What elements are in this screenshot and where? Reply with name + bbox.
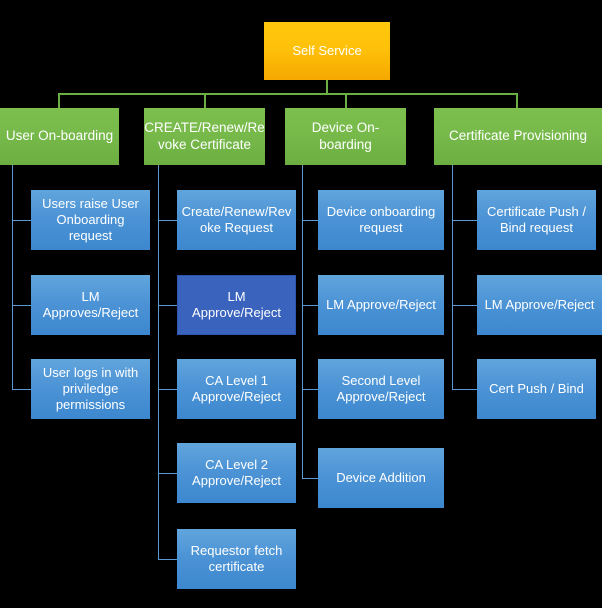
- node-device-addition[interactable]: Device Addition: [318, 448, 444, 508]
- connector-level1-drop-3: [345, 93, 347, 108]
- node-self-service[interactable]: Self Service: [264, 22, 390, 80]
- connector-branch1-stub-2: [12, 305, 31, 306]
- node-label: Certificate Provisioning: [448, 128, 588, 144]
- connector-level1-drop-2: [204, 93, 206, 108]
- node-user-on-boarding[interactable]: User On-boarding: [0, 108, 119, 165]
- node-cert-push-bind[interactable]: Cert Push / Bind: [477, 359, 596, 419]
- node-label: CA Level 1 Approve/Reject: [192, 373, 281, 404]
- node-label: LM Approve/Reject: [326, 297, 436, 313]
- node-ca-level-1-approve-reject[interactable]: CA Level 1 Approve/Reject: [177, 359, 296, 419]
- connector-level1-drop-1: [58, 93, 60, 108]
- node-device-on-boarding[interactable]: Device On-boarding: [285, 108, 406, 165]
- connector-branch3-spine: [302, 165, 303, 478]
- node-label: Device On-boarding: [311, 120, 380, 152]
- connector-branch2-stub-4: [158, 473, 177, 474]
- connector-branch2-stub-5: [158, 559, 177, 560]
- node-label: User logs in with priviledge permissions: [42, 365, 139, 412]
- node-label: LM Approve/Reject: [192, 289, 281, 320]
- connector-branch3-stub-4: [302, 478, 318, 479]
- node-device-onboarding-request[interactable]: Device onboarding request: [318, 190, 444, 250]
- node-certificate-provisioning[interactable]: Certificate Provisioning: [434, 108, 602, 165]
- node-create-renew-revoke-request[interactable]: Create/Renew/Rev oke Request: [177, 190, 296, 250]
- node-label: Device onboarding request: [326, 204, 436, 235]
- node-lm-approves-reject[interactable]: LM Approves/Reject: [31, 275, 150, 335]
- connector-branch1-stub-3: [12, 389, 31, 390]
- node-label: Requestor fetch certificate: [190, 543, 283, 574]
- node-label: Self Service: [292, 43, 362, 59]
- connector-branch4-stub-1: [452, 220, 477, 221]
- node-ca-level-2-approve-reject[interactable]: CA Level 2 Approve/Reject: [177, 443, 296, 503]
- node-label: LM Approve/Reject: [484, 297, 595, 313]
- connector-branch2-spine: [158, 165, 159, 559]
- node-label: Second Level Approve/Reject: [336, 373, 426, 404]
- node-label: User On-boarding: [5, 128, 114, 144]
- node-label: Certificate Push / Bind request: [487, 204, 586, 235]
- node-label: Cert Push / Bind: [489, 381, 584, 397]
- node-create-renew-revoke-certificate[interactable]: CREATE/Renew/Re voke Certificate: [144, 108, 265, 165]
- node-lm-approve-reject-device[interactable]: LM Approve/Reject: [318, 275, 444, 335]
- node-label: LM Approves/Reject: [42, 289, 139, 320]
- connector-root-stem: [326, 80, 328, 94]
- connector-branch4-stub-2: [452, 305, 477, 306]
- connector-branch2-stub-2: [158, 305, 177, 306]
- connector-branch3-stub-3: [302, 389, 318, 390]
- node-certificate-push-bind-request[interactable]: Certificate Push / Bind request: [477, 190, 596, 250]
- connector-branch4-spine: [452, 165, 453, 389]
- node-lm-approve-reject-certificate[interactable]: LM Approve/Reject: [177, 275, 296, 335]
- node-label: Users raise User Onboarding request: [42, 196, 139, 243]
- node-second-level-approve-reject[interactable]: Second Level Approve/Reject: [318, 359, 444, 419]
- connector-level1-bus: [58, 93, 518, 95]
- node-users-raise-user-onboarding-request[interactable]: Users raise User Onboarding request: [31, 190, 150, 250]
- node-label: Device Addition: [336, 470, 426, 486]
- node-requestor-fetch-certificate[interactable]: Requestor fetch certificate: [177, 529, 296, 589]
- connector-branch1-spine: [12, 165, 13, 389]
- connector-branch3-stub-1: [302, 220, 318, 221]
- connector-branch2-stub-3: [158, 389, 177, 390]
- connector-branch2-stub-1: [158, 220, 177, 221]
- node-label: CREATE/Renew/Re voke Certificate: [144, 120, 265, 152]
- node-lm-approve-reject-provisioning[interactable]: LM Approve/Reject: [477, 275, 602, 335]
- connector-branch4-stub-3: [452, 389, 477, 390]
- connector-level1-drop-4: [516, 93, 518, 108]
- connector-branch1-stub-1: [12, 220, 31, 221]
- connector-branch3-stub-2: [302, 305, 318, 306]
- node-user-logs-in-with-priviledge-permissions[interactable]: User logs in with priviledge permissions: [31, 359, 150, 419]
- node-label: Create/Renew/Rev oke Request: [181, 204, 292, 235]
- node-label: CA Level 2 Approve/Reject: [192, 457, 281, 488]
